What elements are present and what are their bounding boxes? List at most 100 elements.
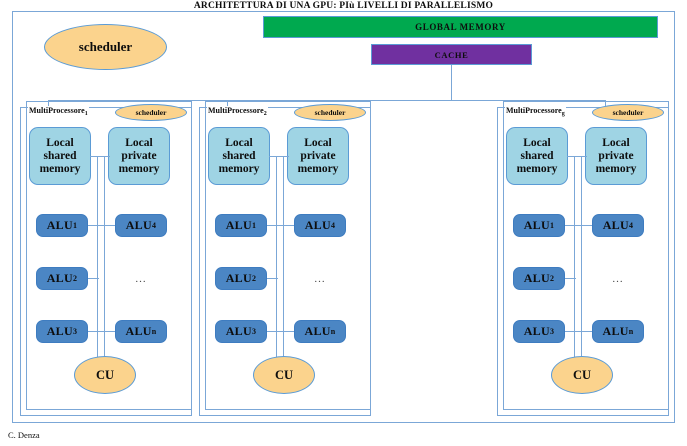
mp-bus-private-mem bbox=[581, 156, 587, 158]
alu-label: ALU bbox=[523, 218, 550, 232]
mp-bus-vertical-a bbox=[574, 156, 576, 382]
mp-bus-alu2 bbox=[87, 278, 99, 280]
alu-label: ALU bbox=[523, 271, 550, 285]
alu-label: ALU bbox=[602, 324, 629, 338]
mp-bus-alu3 bbox=[87, 331, 117, 333]
local-private-memory-box: Local private memory bbox=[287, 127, 349, 185]
alu-ellipsis: ... bbox=[612, 272, 624, 285]
mp-bus-alu2 bbox=[266, 278, 278, 280]
alu-index: n bbox=[151, 327, 157, 336]
mp-bus-vertical-b bbox=[581, 156, 583, 382]
cache-box: CACHE bbox=[371, 44, 532, 65]
mp-bus-shared-mem bbox=[269, 156, 289, 158]
mp-label-index: 1 bbox=[84, 111, 88, 117]
alu-label: ALU bbox=[225, 324, 252, 338]
mp-label-text: MultiProcessore bbox=[208, 106, 264, 115]
alu-ellipsis: ... bbox=[314, 272, 326, 285]
local-private-memory-box: Local private memory bbox=[585, 127, 647, 185]
alu-index: 4 bbox=[330, 221, 336, 230]
mp-bus-alu3 bbox=[266, 331, 296, 333]
alu-index: 1 bbox=[72, 221, 78, 230]
alu-label: ALU bbox=[125, 324, 152, 338]
alu-label: ALU bbox=[46, 324, 73, 338]
mp-label-text: MultiProcessore bbox=[29, 106, 85, 115]
global-memory-box: GLOBAL MEMORY bbox=[263, 16, 658, 38]
mp-bus-alu1 bbox=[87, 225, 117, 227]
mp-inner-border bbox=[205, 101, 371, 410]
control-unit-ellipse: CU bbox=[74, 356, 136, 394]
mp-label-index: 2 bbox=[263, 111, 267, 117]
local-shared-memory-box: Local shared memory bbox=[29, 127, 91, 185]
alu-index: 2 bbox=[251, 274, 257, 283]
control-unit-ellipse: CU bbox=[551, 356, 613, 394]
mp-label: MultiProcessore1 bbox=[28, 106, 89, 117]
alu-index: 2 bbox=[72, 274, 78, 283]
page-title: ARCHITETTURA DI UNA GPU: PIù LIVELLI DI … bbox=[193, 1, 494, 11]
author-credit: C. Denza bbox=[8, 430, 40, 440]
alu-index: 3 bbox=[251, 327, 257, 336]
mp-bus-vertical-b bbox=[104, 156, 106, 382]
local-private-memory-box: Local private memory bbox=[108, 127, 170, 185]
mp-bus-to-cu bbox=[283, 343, 285, 359]
alu-index: 4 bbox=[628, 221, 634, 230]
control-unit-ellipse: CU bbox=[253, 356, 315, 394]
mp-label: MultiProcessore2 bbox=[207, 106, 268, 117]
mp-label-text: MultiProcessore bbox=[506, 106, 562, 115]
mp-label: MultiProcessoreg bbox=[505, 106, 566, 117]
alu-ellipsis: ... bbox=[135, 272, 147, 285]
multiprocessor-block: MultiProcessore2 scheduler Local shared … bbox=[199, 101, 371, 416]
local-shared-memory-box: Local shared memory bbox=[506, 127, 568, 185]
alu-index: 4 bbox=[151, 221, 157, 230]
mp-bus-vertical-b bbox=[283, 156, 285, 382]
mp-bus-to-cu bbox=[104, 343, 106, 359]
alu-label: ALU bbox=[225, 218, 252, 232]
alu-index: 2 bbox=[549, 274, 555, 283]
mp-bus-alu1 bbox=[266, 225, 296, 227]
mp-bus-alu1 bbox=[564, 225, 594, 227]
alu-index: n bbox=[628, 327, 634, 336]
alu-label: ALU bbox=[602, 218, 629, 232]
bus-drop-mp1 bbox=[48, 100, 50, 108]
mp-bus-private-mem bbox=[104, 156, 110, 158]
alu-index: 3 bbox=[72, 327, 78, 336]
cache-to-bus-line bbox=[451, 65, 453, 101]
multiprocessor-block: MultiProcessore1 scheduler Local shared … bbox=[20, 101, 192, 416]
bus-drop-mp3 bbox=[605, 100, 607, 108]
gpu-scheduler-ellipse: scheduler bbox=[44, 24, 167, 70]
mp-scheduler-ellipse: scheduler bbox=[115, 104, 187, 121]
alu-label: ALU bbox=[523, 324, 550, 338]
alu-label: ALU bbox=[125, 218, 152, 232]
alu-index: 1 bbox=[549, 221, 555, 230]
alu-label: ALU bbox=[46, 271, 73, 285]
local-shared-memory-box: Local shared memory bbox=[208, 127, 270, 185]
alu-label: ALU bbox=[304, 218, 331, 232]
bus-drop-mp2 bbox=[227, 100, 229, 108]
mp-scheduler-ellipse: scheduler bbox=[294, 104, 366, 121]
mp-bus-alu3 bbox=[564, 331, 594, 333]
alu-label: ALU bbox=[225, 271, 252, 285]
main-horizontal-bus bbox=[48, 100, 606, 102]
mp-bus-private-mem bbox=[283, 156, 289, 158]
mp-inner-border bbox=[26, 101, 192, 410]
alu-index: 3 bbox=[549, 327, 555, 336]
mp-bus-shared-mem bbox=[90, 156, 110, 158]
mp-scheduler-ellipse: scheduler bbox=[592, 104, 664, 121]
mp-label-index: g bbox=[561, 111, 565, 117]
alu-index: 1 bbox=[251, 221, 257, 230]
mp-bus-vertical-a bbox=[276, 156, 278, 382]
